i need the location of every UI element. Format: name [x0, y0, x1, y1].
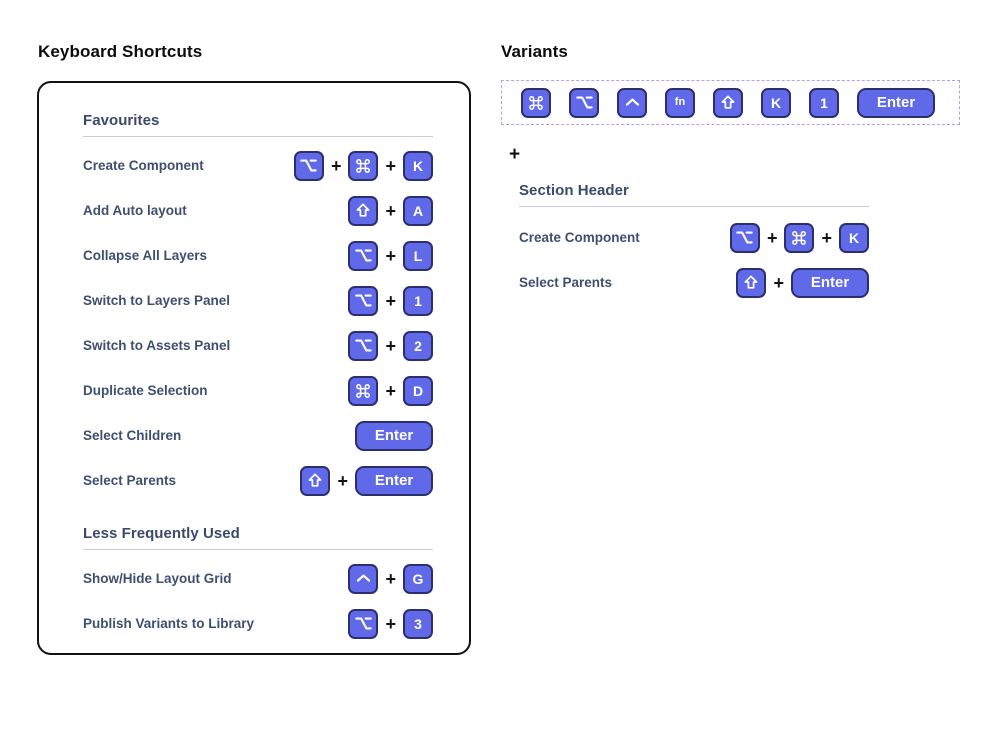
enter-key[interactable]: Enter — [355, 465, 433, 496]
key-combo: +L — [348, 240, 433, 271]
option-key[interactable] — [729, 222, 760, 253]
shortcut-label: Add Auto layout — [83, 202, 187, 218]
key-combo: +3 — [348, 608, 433, 639]
command-key[interactable] — [521, 87, 551, 118]
plus-separator: + — [773, 272, 784, 293]
option-key[interactable] — [569, 87, 599, 118]
key-l[interactable]: L — [403, 240, 433, 271]
shift-key[interactable] — [300, 465, 331, 496]
plus-separator: + — [385, 568, 396, 589]
plus-separator: + — [385, 380, 396, 401]
shortcut-row[interactable]: Add Auto layout+A — [83, 188, 433, 233]
shortcut-row[interactable]: Collapse All Layers+L — [83, 233, 433, 278]
shortcut-row[interactable]: Switch to Layers Panel +1 — [83, 278, 433, 323]
enter-key[interactable]: Enter — [355, 420, 433, 451]
page-title-keyboard-shortcuts: Keyboard Shortcuts — [38, 42, 203, 61]
plus-separator: + — [385, 335, 396, 356]
plus-separator: + — [385, 200, 396, 221]
shortcut-row[interactable]: Switch to Assets Panel +2 — [83, 323, 433, 368]
shortcut-label: Show/Hide Layout Grid — [83, 570, 232, 586]
shortcut-row[interactable]: Show/Hide Layout Grid+G — [83, 556, 433, 601]
key-combo: +A — [348, 195, 433, 226]
key-d[interactable]: D — [403, 375, 433, 406]
section-header: Favourites — [83, 112, 433, 137]
key-g[interactable]: G — [403, 563, 433, 594]
shortcut-label: Publish Variants to Library — [83, 615, 255, 631]
key-1[interactable]: 1 — [809, 87, 839, 118]
plus-separator: + — [337, 470, 348, 491]
key-k[interactable]: K — [761, 87, 791, 118]
shortcut-label: Collapse All Layers — [83, 247, 208, 263]
page-title-variants: Variants — [501, 42, 568, 61]
shift-key[interactable] — [736, 267, 767, 298]
control-key[interactable] — [617, 87, 647, 118]
shortcut-label: Switch to Layers Panel — [83, 292, 231, 308]
plus-separator: + — [385, 613, 396, 634]
command-key[interactable] — [348, 375, 379, 406]
key-3[interactable]: 3 — [403, 608, 433, 639]
plus-separator: + — [766, 227, 778, 248]
key-combo: + + K — [729, 222, 869, 253]
shortcut-row[interactable]: Create Component + + K — [519, 215, 869, 260]
enter-key[interactable]: Enter — [791, 267, 869, 298]
shortcut-row[interactable]: Duplicate Selection+D — [83, 368, 433, 413]
key-combo: +D — [348, 375, 433, 406]
key-k[interactable]: K — [403, 150, 433, 181]
shortcut-label: Select Children — [83, 427, 182, 443]
control-key[interactable] — [348, 563, 379, 594]
shortcut-row[interactable]: Create Component + + K — [83, 143, 433, 188]
fn-key[interactable]: fn — [665, 87, 695, 118]
plus-separator: + — [385, 245, 396, 266]
shift-key[interactable] — [348, 195, 379, 226]
key-combo: +2 — [348, 330, 433, 361]
shortcut-row[interactable]: Select Parents + Enter — [83, 458, 433, 503]
shortcut-row[interactable]: Select Children Enter — [83, 413, 433, 458]
plus-separator: + — [385, 155, 396, 176]
command-key[interactable] — [784, 222, 815, 253]
key-combo: +1 — [348, 285, 433, 316]
shortcut-label: Duplicate Selection — [83, 382, 208, 398]
shift-key[interactable] — [713, 87, 743, 118]
variants-add-plus-icon[interactable]: + — [509, 144, 521, 165]
key-combo: Enter — [355, 420, 433, 451]
shortcut-row-list: Create Component + + K Select Parents + Enter — [519, 215, 869, 305]
option-key[interactable] — [348, 608, 379, 639]
command-key[interactable] — [348, 150, 379, 181]
key-k[interactable]: K — [839, 222, 869, 253]
shortcut-row[interactable]: Select Parents + Enter — [519, 260, 869, 305]
key-combo: + Enter — [300, 465, 433, 496]
plus-separator: + — [330, 155, 342, 176]
plus-separator: + — [385, 290, 396, 311]
option-key[interactable] — [348, 330, 379, 361]
option-key[interactable] — [293, 150, 324, 181]
key-combo: + Enter — [736, 267, 869, 298]
section-header: Section Header — [519, 182, 869, 207]
shortcut-label: Create Component — [83, 157, 204, 173]
shortcut-row[interactable]: Publish Variants to Library +3 — [83, 601, 433, 646]
shortcut-label: Select Parents — [83, 472, 177, 488]
plus-separator: + — [821, 227, 832, 248]
key-2[interactable]: 2 — [403, 330, 433, 361]
shortcut-label: Create Component — [519, 229, 640, 245]
key-a[interactable]: A — [403, 195, 433, 226]
shortcut-label: Switch to Assets Panel — [83, 337, 231, 353]
option-key[interactable] — [348, 240, 379, 271]
enter-key[interactable]: Enter — [857, 87, 935, 118]
key-combo: +G — [348, 563, 433, 594]
key-combo: + + K — [293, 150, 433, 181]
key-1[interactable]: 1 — [403, 285, 433, 316]
shortcut-label: Select Parents — [519, 274, 613, 290]
option-key[interactable] — [348, 285, 379, 316]
section-header: Less Frequently Used — [83, 525, 433, 550]
